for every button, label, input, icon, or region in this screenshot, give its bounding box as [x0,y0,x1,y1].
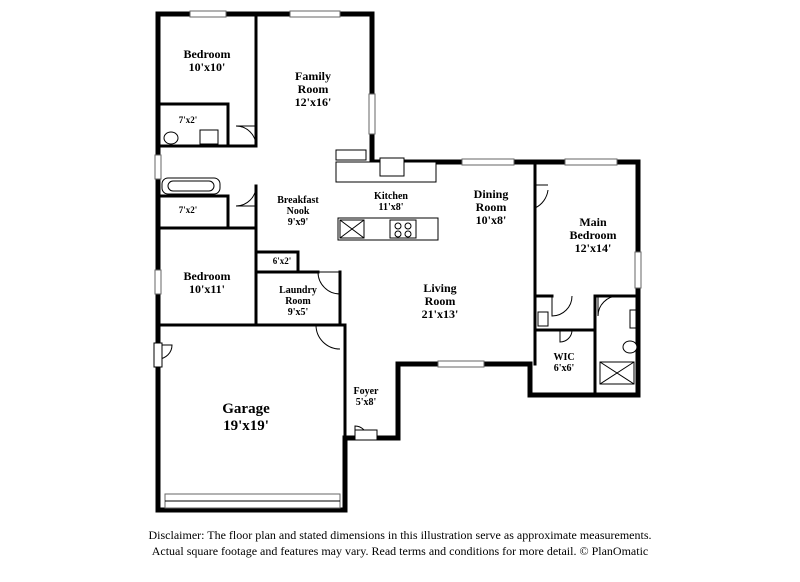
room-name: Laundry Room [279,285,317,307]
room-label-closet-top: 7'x2' [178,115,198,126]
doors [153,125,619,441]
room-label-wic: WIC 6'x6' [553,352,574,374]
room-label-main-bedroom: Main Bedroom 12'x14' [569,215,617,256]
room-name: Garage [222,401,270,417]
room-dimensions: 9'x9' [287,217,309,228]
room-name: Bedroom [183,269,231,283]
interior-walls [156,12,640,440]
room-label-closet-mid: 7'x2' [178,205,198,216]
room-label-bedroom-top: Bedroom 10'x10' [183,47,231,75]
room-dimensions: 7'x2' [178,115,198,125]
room-name: WIC [553,352,575,363]
room-dimensions: 12'x14' [574,241,612,256]
room-dimensions: 10'x11' [188,282,226,297]
room-label-dining-room: Dining Room 10'x8' [473,187,509,228]
room-label-pantry: 6'x2' [272,256,292,267]
room-dimensions: 6'x2' [272,256,292,266]
room-name: Bedroom [183,47,231,61]
disclaimer-line-2: Actual square footage and features may v… [151,544,649,558]
room-label-laundry-room: Laundry Room 9'x5' [279,285,317,318]
room-name: Living Room [423,281,457,309]
disclaimer-line-1: Disclaimer: The floor plan and stated di… [148,528,652,542]
room-name: Dining Room [473,187,509,215]
room-dimensions: 10'x10' [188,60,226,75]
room-dimensions: 5'x8' [355,397,377,408]
room-label-living-room: Living Room 21'x13' [421,281,459,322]
room-dimensions: 9'x5' [287,307,309,318]
fixtures [161,129,638,385]
room-label-breakfast-nook: Breakfast Nook 9'x9' [277,195,318,228]
room-dimensions: 7'x2' [178,205,198,215]
room-dimensions: 19'x19' [223,417,269,434]
room-label-garage: Garage 19'x19' [222,401,269,434]
disclaimer: Disclaimer: The floor plan and stated di… [0,527,800,559]
room-dimensions: 6'x6' [553,363,575,374]
room-dimensions: 12'x16' [294,95,332,110]
room-name: Foyer [353,386,379,397]
room-label-bedroom-bottom: Bedroom 10'x11' [183,269,231,297]
room-name: Family Room [294,69,331,97]
room-label-kitchen: Kitchen 11'x8' [374,191,408,213]
room-dimensions: 10'x8' [475,213,507,228]
room-name: Main Bedroom [569,215,617,243]
exterior-walls [155,11,641,513]
room-label-foyer: Foyer 5'x8' [354,386,379,408]
room-label-family-room: Family Room 12'x16' [294,69,332,110]
room-name: Kitchen [374,191,408,202]
room-dimensions: 11'x8' [378,202,404,213]
room-dimensions: 21'x13' [421,307,459,322]
room-name: Breakfast Nook [277,195,319,217]
windows [154,10,642,509]
